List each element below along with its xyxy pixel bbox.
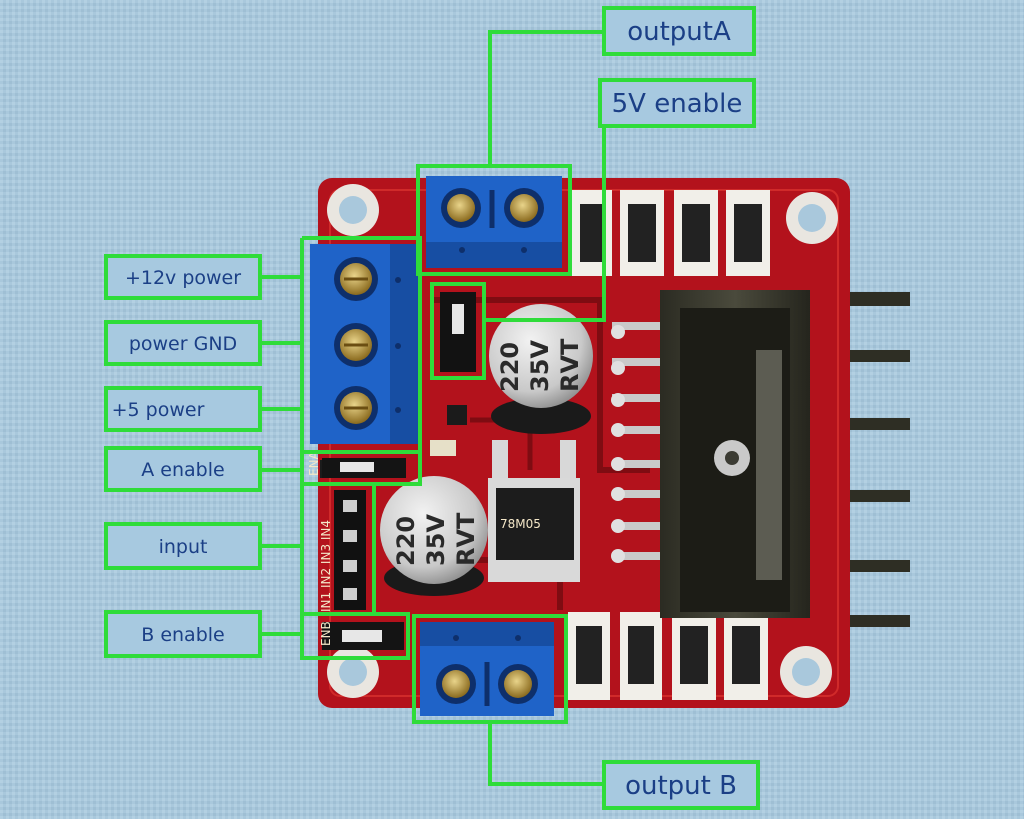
voltage-regulator: 78M05 xyxy=(488,440,580,582)
label-5v-enable: 5V enable xyxy=(598,78,756,128)
input-header-silkscreen: IN1 IN2 IN3 IN4 xyxy=(319,520,333,612)
label-5-power: +5 power xyxy=(104,386,262,432)
l298n-chip xyxy=(611,290,810,618)
terminal-output-b xyxy=(420,622,554,716)
ena-silkscreen: ENA xyxy=(307,450,321,476)
label-power-gnd-text: power GND xyxy=(129,333,237,355)
jumper-a-enable: ENA xyxy=(307,450,406,478)
label-5v-enable-text: 5V enable xyxy=(612,89,743,119)
label-a-enable: A enable xyxy=(104,446,262,492)
leader-output-a xyxy=(488,30,606,166)
diodes-top xyxy=(572,190,770,276)
terminal-power xyxy=(310,244,418,444)
label-output-b: output B xyxy=(602,760,760,810)
label-5-power-text: +5 power xyxy=(112,399,205,421)
enb-silkscreen: ENB xyxy=(319,621,333,646)
label-12v-power: +12v power xyxy=(104,254,262,300)
capacitor-top: 220 35V RVT xyxy=(489,304,593,434)
regulator-label: 78M05 xyxy=(500,517,541,531)
jumper-5v-enable xyxy=(440,292,476,372)
label-b-enable-text: B enable xyxy=(141,624,224,646)
terminal-output-a xyxy=(426,176,562,268)
label-b-enable: B enable xyxy=(104,610,262,658)
leader-output-b xyxy=(488,722,606,786)
callout-lines xyxy=(260,30,606,786)
cap-bottom-brand: RVT xyxy=(452,512,480,566)
input-header: IN1 IN2 IN3 IN4 xyxy=(319,490,366,612)
label-output-a-text: outputA xyxy=(627,17,731,47)
cap-top-brand: RVT xyxy=(556,338,584,392)
label-12v-power-text: +12v power xyxy=(125,267,241,289)
label-input: input xyxy=(104,522,262,570)
callout-labels: outputA 5V enable +12v power power GND +… xyxy=(104,6,760,810)
cap-bottom-value: 220 xyxy=(392,516,420,566)
cap-top-value: 220 xyxy=(496,342,524,392)
label-output-b-text: output B xyxy=(625,771,737,801)
capacitor-bottom: 220 35V RVT xyxy=(380,476,488,596)
frame-5v-enable xyxy=(430,282,486,380)
cap-bottom-voltage: 35V xyxy=(422,514,450,566)
label-power-gnd: power GND xyxy=(104,320,262,366)
jumper-b-enable: ENB xyxy=(319,621,404,650)
label-input-text: input xyxy=(159,536,208,558)
label-output-a: outputA xyxy=(602,6,756,56)
frame-output-a xyxy=(416,164,572,276)
cap-top-voltage: 35V xyxy=(526,340,554,392)
leader-5v-enable xyxy=(484,104,606,322)
diodes-bottom xyxy=(568,612,768,700)
label-a-enable-text: A enable xyxy=(141,459,224,481)
